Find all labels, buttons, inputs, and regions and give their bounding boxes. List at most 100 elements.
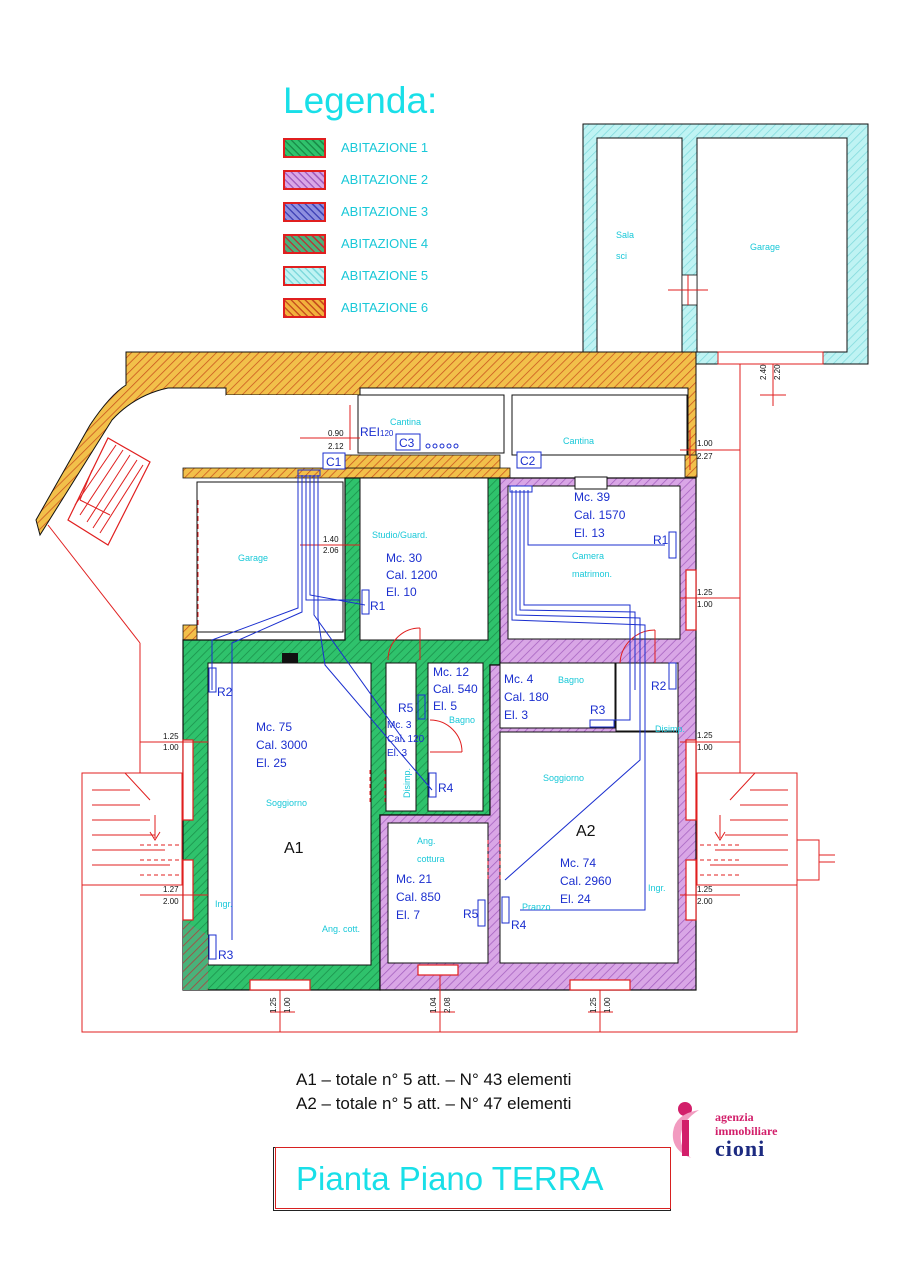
bagno1-mc: Mc. 12: [433, 665, 469, 679]
label-angcott-2a: Ang.: [417, 836, 436, 846]
label-ingr-2: Ingr.: [648, 883, 666, 893]
summary-a1: A1 – totale n° 5 att. – N° 43 elementi: [296, 1070, 572, 1089]
radiator-r5-b: [477, 899, 486, 927]
dim-227: 2.27: [697, 452, 713, 461]
bagno1-cal: Cal. 540: [433, 682, 478, 696]
legend-swatch-3: [283, 202, 326, 222]
logo-line-2: immobiliare: [715, 1124, 778, 1138]
radiator-label-r5-a: R5: [398, 701, 414, 715]
dim-090: 0.90: [328, 429, 344, 438]
ang-el: El. 7: [396, 908, 420, 922]
label-rei: REI: [360, 425, 380, 439]
dim-125a: 1.25: [163, 732, 179, 741]
radiator-label-r3-a: R3: [218, 948, 234, 962]
studio-el: El. 10: [386, 585, 417, 599]
label-garage-top: Garage: [750, 242, 780, 252]
logo-line-3: cioni: [715, 1136, 766, 1161]
label-disimp-2: Disimp.: [655, 724, 685, 734]
label-rei-sub: 120: [380, 429, 394, 438]
studio-mc: Mc. 30: [386, 551, 422, 565]
legend-item: ABITAZIONE 6: [283, 298, 483, 320]
dim-140: 1.40: [323, 535, 339, 544]
bagno1-el: El. 5: [433, 699, 457, 713]
a2-cal: Cal. 2960: [560, 874, 612, 888]
a2-mc: Mc. 74: [560, 856, 596, 870]
label-camera-1: Camera: [572, 551, 604, 561]
camera-el: El. 13: [574, 526, 605, 540]
radiator-r2-b: [668, 662, 677, 690]
dim-100c: 1.00: [697, 600, 713, 609]
legend-item: ABITAZIONE 4: [283, 234, 483, 256]
legend-swatch-2: [283, 170, 326, 190]
label-cantina-left: Cantina: [390, 417, 421, 427]
boiler-mark: [282, 653, 298, 663]
collector-c1-box: [322, 452, 346, 470]
dim-100b: 1.00: [163, 743, 179, 752]
label-bagno-1: Bagno: [449, 715, 475, 725]
legend-label: ABITAZIONE 1: [341, 140, 429, 155]
dim-208: 2.08: [443, 997, 452, 1013]
dim-125d: 1.25: [697, 885, 713, 894]
ang-mc: Mc. 21: [396, 872, 432, 886]
logo-i-icon: [672, 1102, 699, 1158]
radiator-label-r3-b: R3: [590, 703, 606, 717]
camera-mc: Mc. 39: [574, 490, 610, 504]
radiator-r4-a: [428, 772, 437, 798]
agency-logo: agenzia immobiliare cioni: [665, 1100, 805, 1162]
radiator-label-r1-b: R1: [653, 533, 669, 547]
radiator-r3-b: [589, 719, 615, 728]
label-unit-a1: A1: [284, 840, 304, 857]
legend-swatch-5: [283, 266, 326, 286]
dis-cal: Cal. 120: [387, 734, 425, 745]
label-angcott-2b: cottura: [417, 854, 445, 864]
label-disimp-1: Disimp.: [402, 768, 412, 798]
stairs-right: [696, 772, 835, 886]
valve-dots: [425, 443, 459, 449]
a2-el: El. 24: [560, 892, 591, 906]
label-pranzo: Pranzo: [522, 902, 551, 912]
legend-label: ABITAZIONE 2: [341, 172, 429, 187]
dim-127: 1.27: [163, 885, 179, 894]
legend-item: ABITAZIONE 1: [283, 138, 483, 160]
bagno2-mc: Mc. 4: [504, 672, 534, 686]
radiator-label-r5-b: R5: [463, 907, 479, 921]
legend-swatch-6: [283, 298, 326, 318]
label-c3: C3: [399, 436, 415, 450]
dim-212: 2.12: [328, 442, 344, 451]
radiator-r2-a: [208, 667, 217, 693]
dim-200b: 2.00: [697, 897, 713, 906]
dim-104: 1.04: [429, 997, 438, 1013]
label-c1: C1: [326, 455, 342, 469]
dim-125b: 1.25: [697, 588, 713, 597]
dim-125c: 1.25: [697, 731, 713, 740]
stairs-top-left: [47, 437, 151, 644]
corridor-abitazione-6: [35, 351, 698, 641]
label-unit-a2: A2: [576, 823, 596, 840]
legend-item: ABITAZIONE 2: [283, 170, 483, 192]
a1-mc: Mc. 75: [256, 720, 292, 734]
legend-label: ABITAZIONE 3: [341, 204, 429, 219]
label-sala-sci-2: sci: [616, 251, 627, 261]
dis-el: El. 3: [387, 748, 407, 759]
windows: [182, 569, 697, 991]
legend-swatch-4: [283, 234, 326, 254]
legend-label: ABITAZIONE 5: [341, 268, 429, 283]
legend-swatch-1: [283, 138, 326, 158]
radiator-r3-a: [208, 934, 217, 960]
dim-100e: 1.00: [283, 997, 292, 1013]
dim-125e: 1.25: [269, 997, 278, 1013]
radiator-label-r2-b: R2: [651, 679, 667, 693]
radiator-r1-a: [361, 589, 370, 615]
bagno2-el: El. 3: [504, 708, 528, 722]
label-soggiorno-2: Soggiorno: [543, 773, 584, 783]
dim-206: 2.06: [323, 546, 339, 555]
dim-100a: 1.00: [697, 439, 713, 448]
dis-mc: Mc. 3: [387, 720, 412, 731]
label-camera-2: matrimon.: [572, 569, 612, 579]
stairs-left: [81, 772, 183, 886]
a1-cal: Cal. 3000: [256, 738, 308, 752]
label-bagno-2: Bagno: [558, 675, 584, 685]
label-c2: C2: [520, 454, 536, 468]
dim-100f: 1.00: [603, 997, 612, 1013]
